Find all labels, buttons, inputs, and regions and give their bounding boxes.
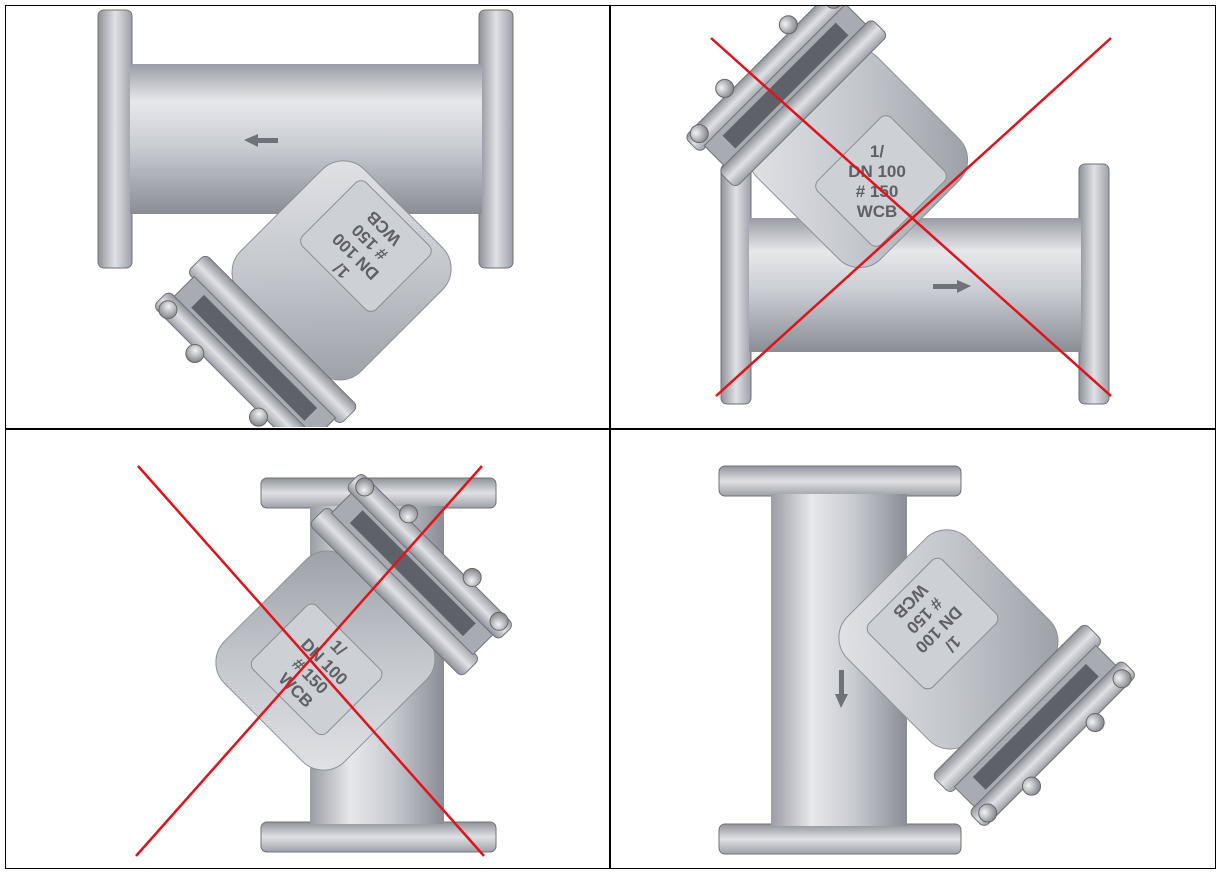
cross-line-2 xyxy=(715,37,1112,397)
flow-arrow-left-icon xyxy=(244,134,278,147)
plate-line2: # 150 xyxy=(856,182,899,201)
strainer-horizontal-incorrect: 1/ DN 100 # 150 WCB xyxy=(686,6,1112,405)
grid-divider-vertical xyxy=(609,5,611,869)
cross-line-1 xyxy=(137,465,485,857)
figure-grid xyxy=(5,5,1216,869)
panel-bottom-left: 1/ DN 100 # 150 WCB xyxy=(6,430,608,868)
plate-line1: DN 100 xyxy=(848,162,906,181)
cross-line-1 xyxy=(710,37,1112,397)
grid-divider-horizontal xyxy=(5,428,1216,430)
panel-bottom-right: 1/ DN 100 # 150 WCB xyxy=(611,430,1215,868)
panel-top-right: 1/ DN 100 # 150 WCB xyxy=(611,6,1215,427)
flow-arrow-right-icon xyxy=(933,280,971,293)
strainer-vertical-up-incorrect: 1/ DN 100 # 150 WCB xyxy=(135,465,512,857)
plate-line3: WCB xyxy=(857,202,898,221)
strainer-horizontal-correct: 1/ DN 100 # 150 WCB xyxy=(97,9,514,427)
cross-line-2 xyxy=(135,465,483,857)
panel-top-left: 1/ DN 100 # 150 WCB xyxy=(6,6,608,427)
flow-arrow-down-icon xyxy=(835,670,848,708)
strainer-vertical-down-correct: 1/ DN 100 # 150 WCB xyxy=(718,465,1135,855)
plate-symbol: 1/ xyxy=(870,142,884,161)
